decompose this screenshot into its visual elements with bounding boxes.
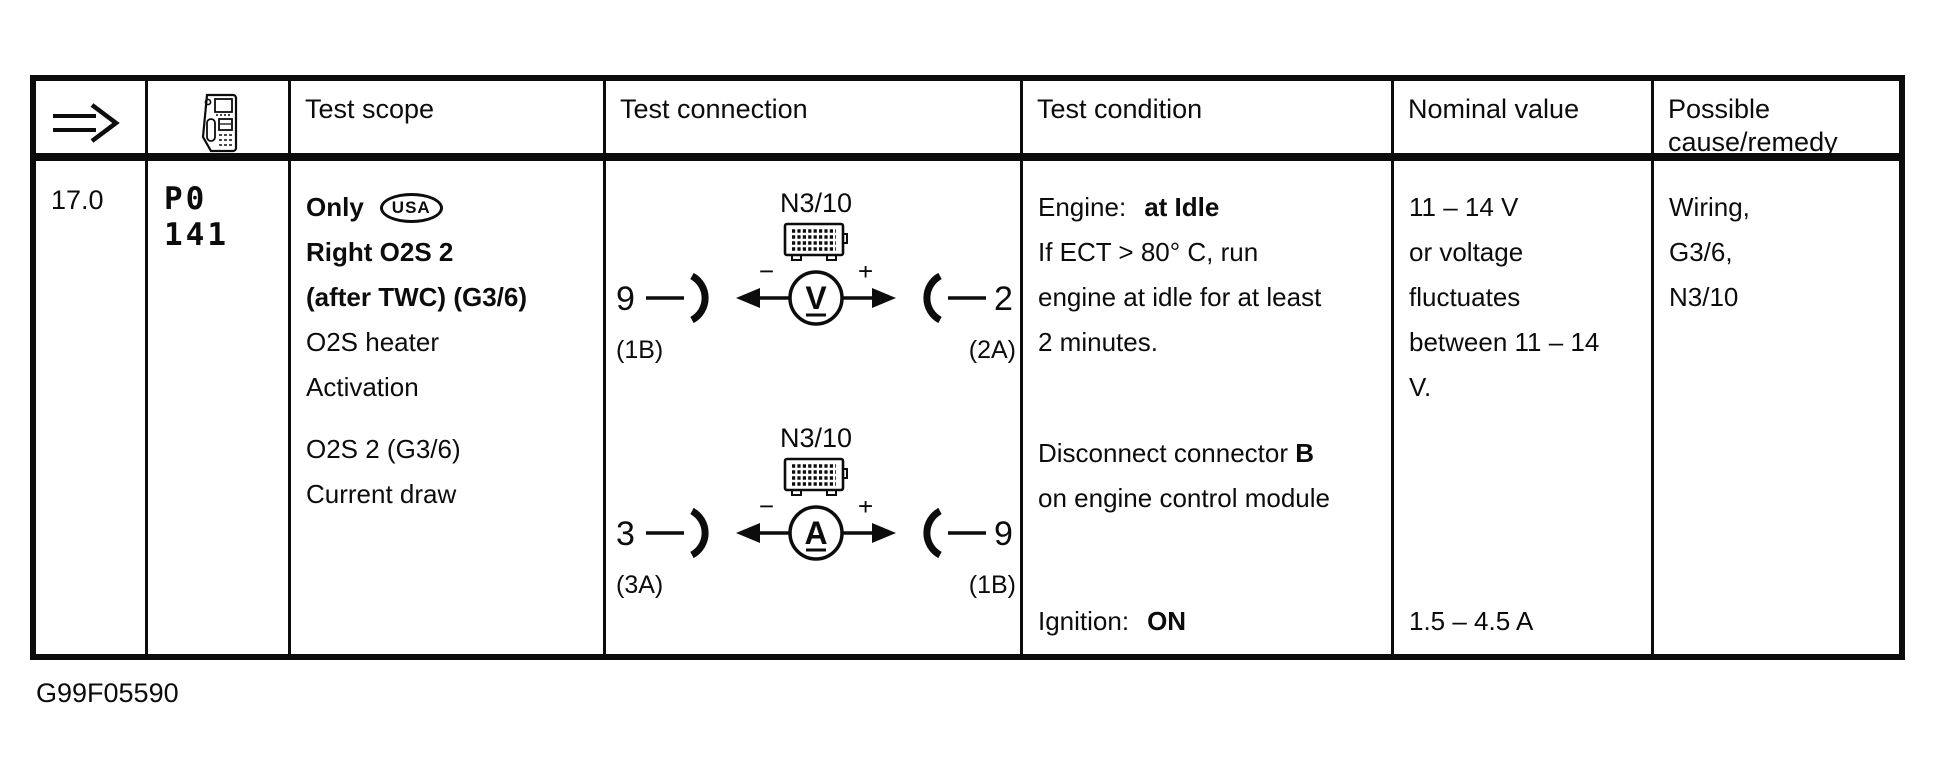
meter-letter: V — [805, 280, 827, 316]
nominal-line: fluctuates — [1409, 282, 1521, 312]
condition-line: If ECT > 80° C, run — [1038, 237, 1259, 267]
left-socket-symbol — [690, 507, 709, 559]
cause-line: G3/6, — [1669, 237, 1733, 267]
right-connector-label: (1B) — [968, 571, 1016, 599]
scope-line: O2S 2 (G3/6) — [306, 434, 461, 464]
scope-line: O2S heater — [306, 327, 439, 357]
condition-line: 2 minutes. — [1038, 327, 1158, 357]
nominal-value-cell: 11 – 14 V or voltage fluctuates between … — [1394, 161, 1654, 654]
plus-sign: + — [858, 266, 873, 286]
right-arrowhead — [872, 523, 896, 543]
left-socket-symbol — [690, 272, 709, 324]
step-number: 17.0 — [51, 185, 104, 215]
control-module-connector-icon — [783, 222, 848, 261]
meter-letter: A — [804, 515, 827, 551]
test-scope-cell: Only USA Right O2S 2 (after TWC) (G3/6) O… — [291, 161, 606, 654]
scope-group-2: O2S 2 (G3/6) Current draw — [306, 427, 597, 517]
header-nominal-value: Nominal value — [1394, 81, 1654, 161]
right-arrowhead — [872, 288, 896, 308]
module-label: N3/10 — [779, 423, 853, 453]
left-connector-label: (3A) — [616, 571, 664, 599]
nominal-group-2: 1.5 – 4.5 A — [1409, 599, 1645, 644]
connector-letter: B — [1295, 438, 1315, 468]
header-test-connection: Test connection — [606, 81, 1023, 161]
condition-group-1: Engine: at Idle If ECT > 80° C, run engin… — [1038, 185, 1385, 365]
column-title: Nominal value — [1408, 94, 1580, 124]
right-connector-label: (2A) — [968, 336, 1016, 364]
right-socket-symbol — [923, 272, 942, 324]
nominal-line: 11 – 14 V — [1409, 192, 1519, 222]
column-title: Test condition — [1037, 94, 1203, 124]
header-arrow-cell — [36, 81, 148, 161]
double-arrow-icon — [53, 103, 120, 143]
left-arrowhead — [736, 523, 760, 543]
nominal-group-1: 11 – 14 V or voltage fluctuates between … — [1409, 185, 1645, 410]
left-connector-label: (1B) — [616, 336, 664, 364]
left-pin: 9 — [616, 280, 635, 318]
header-tester-cell — [148, 81, 291, 161]
voltmeter-wire-diagram: 9 V − + 2 — [616, 266, 1013, 326]
disconnect-text: Disconnect connector — [1038, 438, 1289, 468]
control-module-connector-icon — [783, 457, 848, 496]
step-cell: 17.0 — [36, 161, 148, 654]
column-title: Test scope — [305, 94, 435, 124]
scope-line: (after TWC) (G3/6) — [306, 282, 527, 312]
nominal-current-value: 1.5 – 4.5 A — [1409, 606, 1534, 636]
left-pin: 3 — [616, 515, 635, 553]
scope-group-1: Only USA Right O2S 2 (after TWC) (G3/6) O… — [306, 185, 597, 410]
scope-only: Only — [306, 192, 364, 222]
left-arrowhead — [736, 288, 760, 308]
test-connection-cell: N3/10 9 — [606, 161, 1023, 654]
right-pin: 9 — [994, 515, 1013, 553]
scope-line: Activation — [306, 372, 419, 402]
right-socket-symbol — [923, 507, 942, 559]
usa-badge: USA — [379, 193, 443, 223]
connection-diagram-ammeter: N3/10 3 — [614, 419, 1018, 605]
ignition-label: Ignition: — [1038, 606, 1130, 636]
test-condition-cell: Engine: at Idle If ECT > 80° C, run engin… — [1023, 161, 1394, 654]
figure-id-caption: G99F05590 — [36, 678, 179, 708]
minus-sign: − — [759, 266, 774, 286]
scope-line: Current draw — [306, 479, 457, 509]
scope-line: Right O2S 2 — [306, 237, 454, 267]
column-title: Test connection — [620, 94, 808, 124]
cause-line: Wiring, — [1669, 192, 1750, 222]
header-test-scope: Test scope — [291, 81, 606, 161]
plus-sign: + — [858, 501, 873, 521]
ignition-value: ON — [1147, 606, 1187, 636]
condition-group-2: Disconnect connector B on engine control… — [1038, 431, 1385, 521]
nominal-line: between 11 – 14 — [1409, 327, 1600, 357]
header-test-condition: Test condition — [1023, 81, 1394, 161]
ammeter-wire-diagram: 3 A − + 9 — [616, 501, 1013, 561]
minus-sign: − — [759, 501, 774, 521]
engine-label: Engine: — [1038, 192, 1127, 222]
cause-line: N3/10 — [1669, 282, 1739, 312]
dtc-cell: P0 141 — [148, 161, 291, 654]
dtc-code-lcd: P0 141 — [164, 181, 229, 253]
condition-group-3: Ignition: ON — [1038, 599, 1385, 644]
condition-line: engine at idle for at least — [1038, 282, 1322, 312]
possible-cause-cell: Wiring, G3/6, N3/10 — [1654, 161, 1899, 654]
diagnostic-table: Test scope Test connection Test conditio… — [30, 75, 1905, 660]
condition-line: on engine control module — [1038, 483, 1330, 513]
header-possible-cause: Possible cause/remedy — [1654, 81, 1899, 161]
diagnostic-tester-icon — [201, 93, 238, 153]
engine-value: at Idle — [1144, 192, 1220, 222]
cause-list: Wiring, G3/6, N3/10 — [1669, 185, 1893, 320]
right-pin: 2 — [994, 280, 1013, 318]
module-label: N3/10 — [779, 188, 853, 218]
column-title: Possible cause/remedy — [1668, 94, 1838, 157]
nominal-line: or voltage — [1409, 237, 1524, 267]
nominal-line: V. — [1409, 372, 1432, 402]
connection-diagram-voltmeter: N3/10 9 — [614, 184, 1018, 370]
